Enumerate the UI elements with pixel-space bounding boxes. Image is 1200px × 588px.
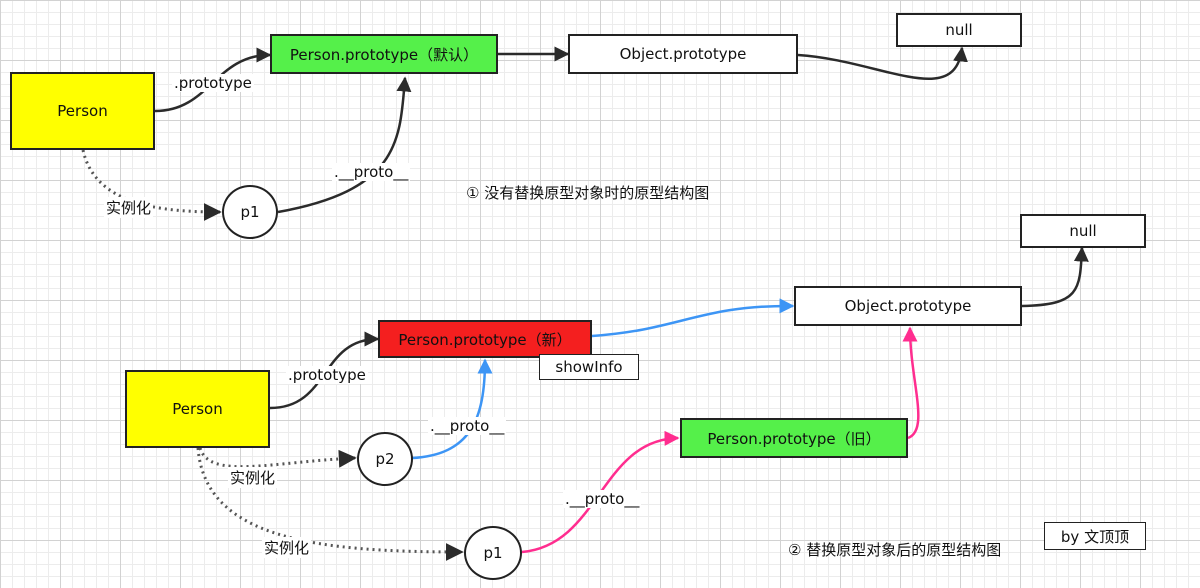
- person2-constructor-box: Person: [125, 370, 270, 448]
- edge-new-prototype-to-object-prototype: [591, 298, 795, 338]
- edge-label-proto-p1: .__proto__: [563, 490, 642, 508]
- edge-object-prototype-to-null: [797, 46, 968, 81]
- author-badge: by 文顶顶: [1044, 522, 1146, 550]
- p1-instance2-circle: p1: [464, 526, 522, 580]
- person2-constructor-label: Person: [172, 400, 223, 418]
- edge-object-prototype2-to-null: [1021, 246, 1089, 308]
- edge-label-instantiate-p1: 实例化: [262, 537, 312, 558]
- null-box: null: [896, 13, 1022, 47]
- new-prototype-box: Person.prototype（新）: [378, 320, 592, 358]
- old-prototype-box: Person.prototype（旧）: [680, 418, 908, 458]
- null-label: null: [945, 21, 973, 39]
- p1-instance-label: p1: [240, 203, 260, 221]
- edge-old-prototype-proto-object-prototype: [902, 326, 920, 440]
- diagram2-caption: ② 替换原型对象后的原型结构图: [788, 541, 1002, 559]
- object-prototype2-label: Object.prototype: [844, 297, 972, 315]
- object-prototype2-box: Object.prototype: [794, 286, 1022, 326]
- person-constructor-label: Person: [57, 102, 108, 120]
- p2-instance-label: p2: [375, 450, 395, 468]
- p1-instance-circle: p1: [222, 185, 278, 239]
- old-prototype-label: Person.prototype（旧）: [707, 429, 881, 448]
- object-prototype-box: Object.prototype: [568, 34, 798, 74]
- edge-label-instantiate: 实例化: [104, 197, 154, 218]
- default-prototype-box: Person.prototype（默认）: [270, 34, 498, 74]
- show-info-method-label: showInfo: [555, 358, 623, 376]
- null2-label: null: [1069, 222, 1097, 240]
- edge-p2-proto-new-prototype: [411, 358, 493, 460]
- p1-instance2-label: p1: [483, 544, 503, 562]
- edge-label-proto: .__proto__: [332, 163, 411, 181]
- edge-person2-instantiate-p2: [198, 447, 357, 469]
- new-prototype-label: Person.prototype（新）: [398, 330, 572, 349]
- edge-person2-instantiate-p1: [196, 447, 464, 561]
- person-constructor-box: Person: [10, 72, 155, 150]
- object-prototype-label: Object.prototype: [619, 45, 747, 63]
- p2-instance-circle: p2: [357, 432, 413, 486]
- edge-label-proto-p2: .__proto__: [428, 417, 507, 435]
- edge-person-instantiate-p1: [81, 149, 222, 221]
- show-info-method-box: showInfo: [539, 354, 639, 380]
- edge-label-prototype2: .prototype: [286, 366, 368, 384]
- edge-p1-proto-default-prototype: [277, 76, 412, 214]
- null2-box: null: [1020, 214, 1146, 248]
- edge-label-prototype: .prototype: [172, 74, 254, 92]
- edge-label-instantiate-p2: 实例化: [228, 467, 278, 488]
- default-prototype-label: Person.prototype（默认）: [289, 45, 479, 64]
- author-label: by 文顶顶: [1060, 527, 1130, 546]
- diagram1-caption: ① 没有替换原型对象时的原型结构图: [466, 184, 710, 202]
